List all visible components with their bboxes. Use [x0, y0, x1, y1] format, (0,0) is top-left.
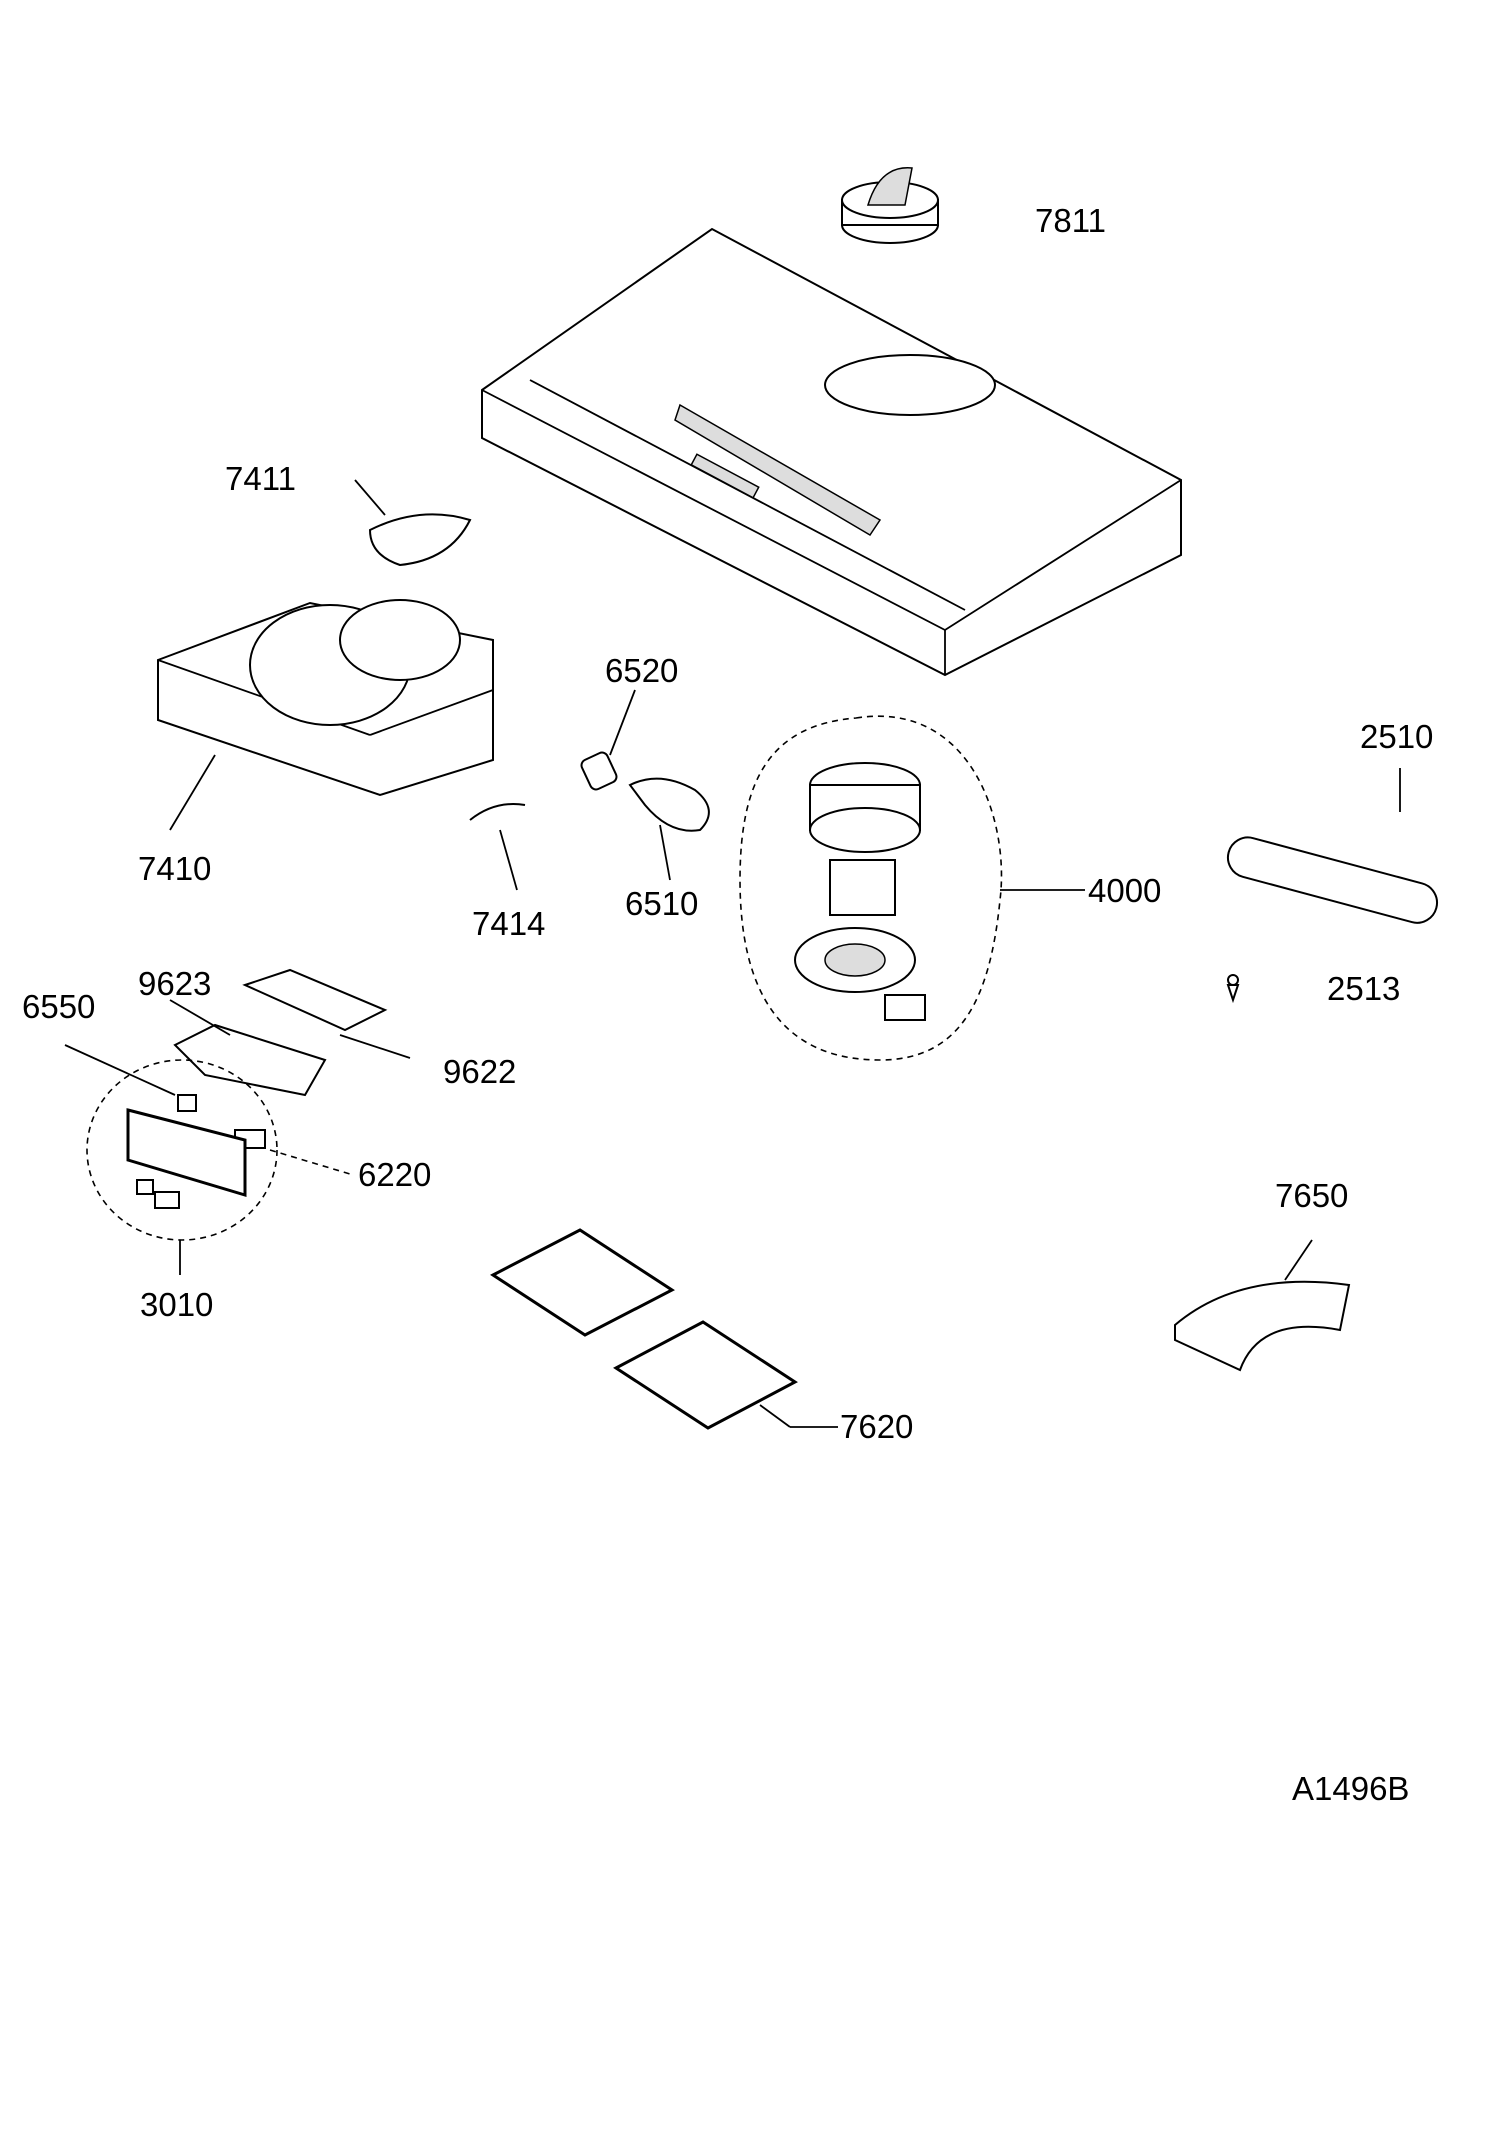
part-7411-flap — [354, 479, 472, 567]
label-6550: 6550 — [22, 988, 95, 1025]
label-6520: 6520 — [605, 652, 678, 689]
label-2513: 2513 — [1327, 970, 1400, 1007]
label-7650: 7650 — [1275, 1177, 1348, 1214]
part-3010-control-panel — [86, 1059, 278, 1275]
label-7410: 7410 — [138, 850, 211, 887]
part-9623-pcb-bracket — [169, 999, 327, 1097]
label-4000: 4000 — [1088, 872, 1161, 909]
label-6220: 6220 — [358, 1156, 431, 1193]
part-7410-blower-housing — [157, 599, 494, 831]
label-2510: 2510 — [1360, 718, 1433, 755]
label-7620: 7620 — [840, 1408, 913, 1445]
label-7811: 7811 — [1035, 202, 1106, 239]
label-3010: 3010 — [140, 1286, 213, 1323]
part-6520-lamp-socket — [580, 689, 636, 791]
part-7811-damper — [841, 167, 939, 244]
label-7411: 7411 — [225, 460, 296, 497]
part-7620-grease-filters — [490, 1228, 838, 1430]
label-6510: 6510 — [625, 885, 698, 922]
part-4000-motor-assembly — [739, 715, 1085, 1061]
part-2510-seal-ring — [1226, 768, 1439, 924]
part-6220-switch — [234, 1129, 351, 1175]
part-6550-switch — [64, 1044, 197, 1112]
label-9622: 9622 — [443, 1053, 516, 1090]
label-9623: 9623 — [138, 965, 211, 1002]
label-7414: 7414 — [472, 905, 545, 942]
part-7650-air-deflector — [1174, 1239, 1351, 1372]
part-9622-pcb-cover — [242, 968, 411, 1059]
part-7414-clip — [469, 803, 526, 891]
part-6510-bulb — [628, 777, 710, 881]
part-hood-body — [481, 227, 1182, 677]
part-2513-screw — [1226, 974, 1240, 1004]
drawing-code: A1496B — [1292, 1770, 1409, 1807]
